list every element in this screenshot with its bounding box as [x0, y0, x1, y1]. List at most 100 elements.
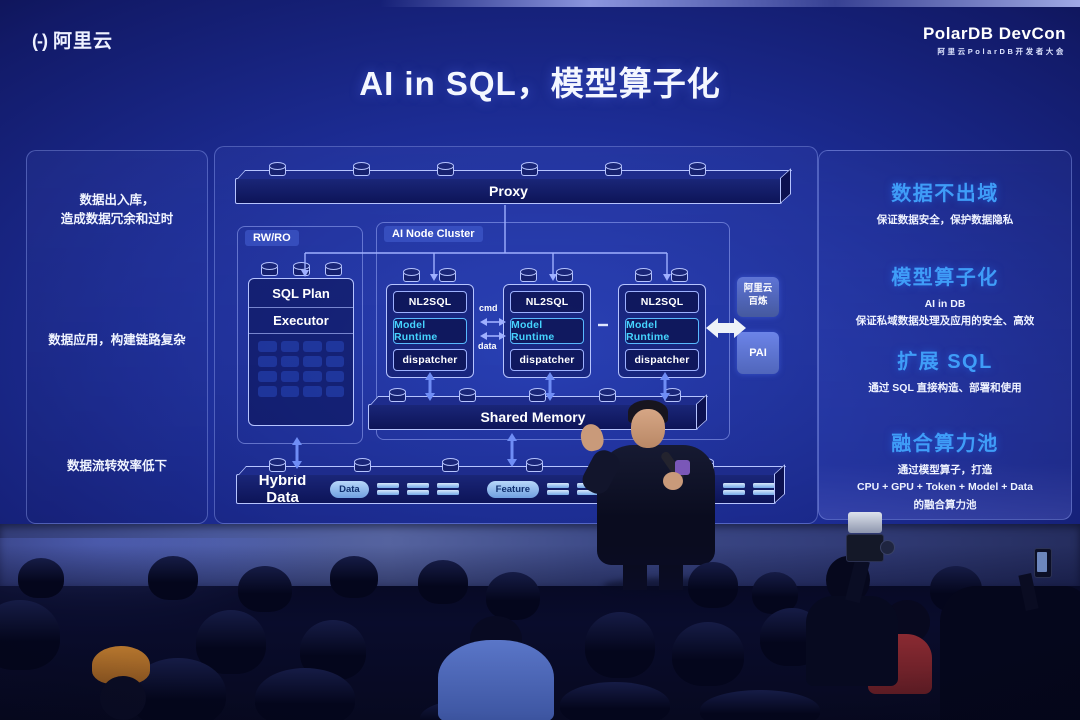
feature-item: 数据不出域 保证数据安全，保护数据隐私 [819, 177, 1071, 229]
data-chip: Data [330, 480, 369, 498]
connector-pin-icon [353, 458, 371, 472]
pain-point: 数据流转效率低下 [66, 459, 167, 473]
data-segment-icon [376, 481, 399, 497]
pain-point: 数据出入库， 造成数据冗余和过时 [60, 193, 174, 227]
alibaba-cloud-logo-text: 阿里云 [52, 31, 113, 52]
feature-desc: AI in DB 保证私域数据处理及应用的安全、高效 [855, 298, 1035, 328]
rw-ro-label: RW/RO [245, 230, 299, 246]
event-subtitle: 阿里云PolarDB开发者大会 [937, 47, 1066, 56]
dispatcher-label: dispatcher [393, 349, 467, 371]
photographer-body [806, 596, 898, 686]
audience-head [100, 676, 146, 720]
connector-pin-icon [528, 388, 546, 402]
event-title: PolarDB DevCon [922, 24, 1066, 43]
connector-pin-icon [458, 388, 476, 402]
connector-pin-icon [260, 262, 278, 276]
feature-desc: 保证数据安全，保护数据隐私 [876, 214, 1014, 226]
feature-item: 模型算子化 AI in DB 保证私域数据处理及应用的安全、高效 [819, 261, 1071, 331]
data-segment-icon [547, 481, 569, 497]
feature-title: 扩展 SQL [897, 351, 993, 373]
audience-head [560, 682, 670, 720]
audience-head [672, 622, 744, 686]
camera-flash-icon [848, 512, 882, 533]
connector-pin-icon [268, 162, 286, 176]
alibaba-cloud-logo-icon: (-) [32, 31, 48, 51]
feature-title: 数据不出域 [891, 183, 999, 205]
connector-pin-icon [352, 162, 370, 176]
speaker-face [631, 409, 665, 448]
pai-box: PAI [737, 332, 779, 374]
connector-pin-icon [670, 268, 688, 282]
audience-head [585, 612, 655, 678]
blue-hoodie-audience [438, 640, 554, 720]
connector-pin-icon [525, 458, 543, 472]
feature-title: 模型算子化 [891, 267, 999, 289]
nl2sql-label: NL2SQL [625, 291, 699, 313]
shared-memory-label: Shared Memory [480, 409, 586, 425]
speaker-mic-hand [663, 472, 683, 490]
connector-pin-icon [555, 268, 573, 282]
connector-pin-icon [324, 262, 342, 276]
connector-pin-icon [388, 388, 406, 402]
data-segment-icon [406, 481, 429, 497]
audience-head [330, 556, 378, 598]
cmd-link-label: cmd [479, 303, 498, 313]
ai-node: NL2SQL Model Runtime dispatcher [618, 268, 706, 378]
audience-head [418, 560, 468, 604]
data-link-label: data [478, 341, 497, 351]
dispatcher-label: dispatcher [625, 349, 699, 371]
pain-points-panel: 数据出入库， 造成数据冗余和过时 数据应用，构建链路复杂 数据流转效率低下 [26, 150, 208, 524]
data-segment-icon [436, 481, 459, 497]
feature-item: 融合算力池 通过模型算子，打造 CPU + GPU + Token + Mode… [819, 427, 1071, 514]
feature-chip: Feature [486, 480, 539, 498]
feature-desc: 通过模型算子，打造 CPU + GPU + Token + Model + Da… [856, 464, 1034, 511]
connector-pin-icon [519, 268, 537, 282]
model-runtime-label: Model Runtime [393, 318, 467, 344]
bailian-box: 阿里云 百炼 [737, 277, 779, 317]
pain-point: 数据应用，构建链路复杂 [48, 333, 186, 347]
ai-node-cluster-label: AI Node Cluster [384, 226, 483, 242]
feature-item: 扩展 SQL 通过 SQL 直接构造、部署和使用 [819, 345, 1071, 397]
executor-slots-grid [249, 334, 353, 404]
sql-plan-box: SQL Plan Executor [248, 262, 354, 426]
camera-lens-icon [880, 540, 895, 555]
nl2sql-label: NL2SQL [510, 291, 584, 313]
ai-node: NL2SQL Model Runtime dispatcher [386, 268, 474, 378]
foreground-silhouette [940, 586, 1080, 720]
connector-pin-icon [436, 162, 454, 176]
sql-plan-label: SQL Plan [272, 286, 330, 301]
connector-pin-icon [438, 268, 456, 282]
feature-desc: 通过 SQL 直接构造、部署和使用 [868, 382, 1022, 394]
connector-pin-icon [634, 268, 652, 282]
dispatcher-label: dispatcher [510, 349, 584, 371]
executor-label: Executor [249, 307, 353, 334]
camera-icon [846, 534, 884, 562]
screen-top-light-streak [380, 0, 1080, 7]
audience-head [238, 566, 292, 612]
connector-pin-icon [604, 162, 622, 176]
audience-head [688, 562, 738, 608]
connector-pin-icon [268, 458, 286, 472]
audience-head [148, 556, 198, 600]
alibaba-cloud-logo: (-)阿里云 [32, 26, 113, 53]
model-runtime-label: Model Runtime [625, 318, 699, 344]
proxy-label: Proxy [489, 183, 528, 199]
audience-head [486, 572, 540, 620]
audience-head [18, 558, 64, 598]
connector-pin-icon [520, 162, 538, 176]
slide-title: AI in SQL，模型算子化 [359, 65, 721, 102]
presentation-screen: (-)阿里云 PolarDB DevCon 阿里云PolarDB开发者大会 AI… [0, 0, 1080, 545]
event-branding: PolarDB DevCon 阿里云PolarDB开发者大会 [923, 24, 1066, 57]
proxy-bar: Proxy [235, 162, 782, 204]
audience-head [255, 668, 355, 720]
connector-pin-icon [688, 162, 706, 176]
feature-title: 融合算力池 [891, 433, 999, 455]
connector-pin-icon [402, 268, 420, 282]
data-segment-icon [753, 481, 775, 497]
model-runtime-label: Model Runtime [510, 318, 584, 344]
phone-icon [1034, 548, 1052, 578]
connector-pin-icon [441, 458, 459, 472]
features-panel: 数据不出域 保证数据安全，保护数据隐私 模型算子化 AI in DB 保证私域数… [818, 150, 1072, 520]
nl2sql-label: NL2SQL [393, 291, 467, 313]
